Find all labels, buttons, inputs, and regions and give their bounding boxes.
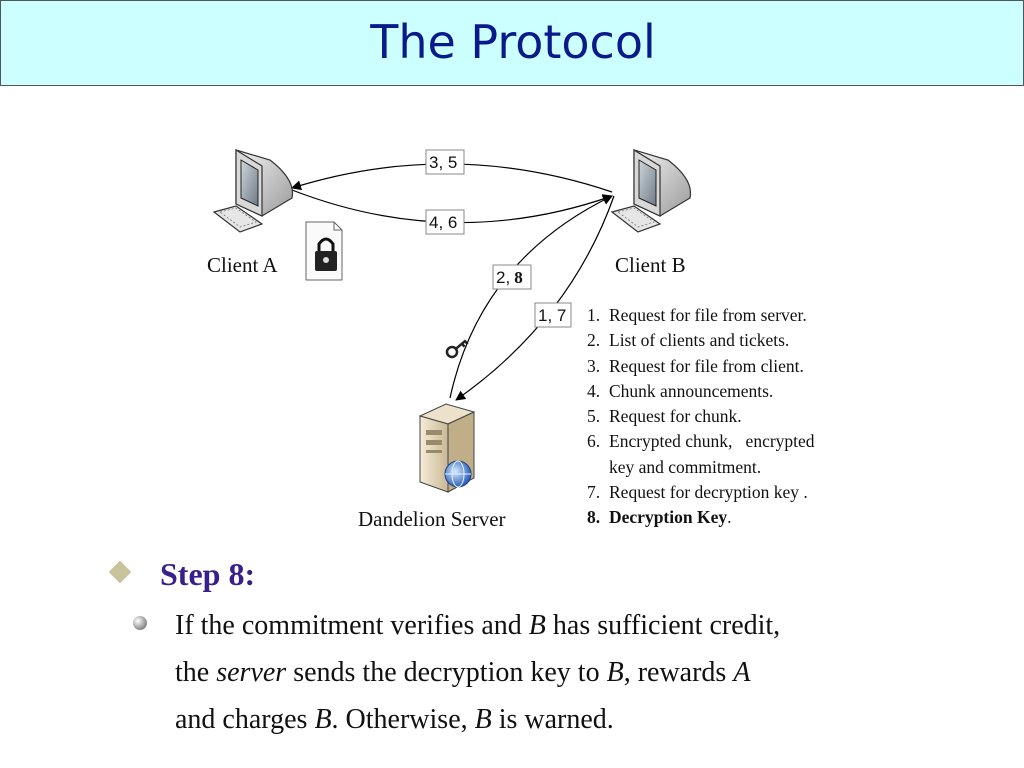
client-b-computer-icon	[610, 148, 692, 233]
edge-label-8: 8	[514, 268, 523, 287]
edge-label-top: 3, 5	[429, 153, 457, 172]
globe-icon	[444, 460, 472, 488]
key-icon	[445, 339, 469, 359]
legend-item: 6.Encrypted chunk, encrypted	[587, 431, 815, 452]
legend-item: 8.Decryption Key.	[587, 507, 732, 528]
edge-top: 3, 5	[291, 149, 613, 193]
keyboard-icon	[212, 205, 264, 233]
legend-item: 1.Request for file from server.	[587, 305, 807, 325]
legend-item: 3.Request for file from client.	[587, 355, 804, 376]
legend-item: 5.Request for chunk.	[587, 406, 742, 427]
step-description: If the commitment verifies and B has suf…	[175, 610, 781, 735]
edge-label-2: 2,	[496, 268, 510, 287]
legend-item: 4.Chunk announcements.	[587, 380, 774, 401]
legend-item: 2.List of clients and tickets.	[587, 330, 790, 351]
ball-bullet-icon	[133, 616, 147, 630]
edge-label-1-7: 1, 7	[538, 306, 566, 325]
legend-item: 7.Request for decryption key .	[587, 482, 808, 503]
server-icon	[418, 403, 476, 493]
legend-item: key and commitment.	[609, 456, 762, 477]
client-b-label: Client B	[615, 253, 686, 277]
edge-label-middle: 4, 6	[429, 213, 457, 232]
keyboard-icon	[610, 205, 662, 233]
server-label: Dandelion Server	[358, 507, 506, 531]
svg-text:2,8: 2,8	[496, 268, 523, 287]
page-title: The Protocol	[370, 15, 656, 69]
message-legend: 1.Request for file from server. 2.List o…	[587, 303, 815, 531]
step-heading: Step 8:	[160, 556, 256, 592]
lock-document-icon	[305, 221, 343, 281]
edge-middle: 4, 6	[291, 189, 613, 235]
client-a-label: Client A	[207, 253, 278, 277]
client-a-computer-icon	[212, 148, 294, 233]
title-bar: The Protocol	[0, 0, 1024, 86]
